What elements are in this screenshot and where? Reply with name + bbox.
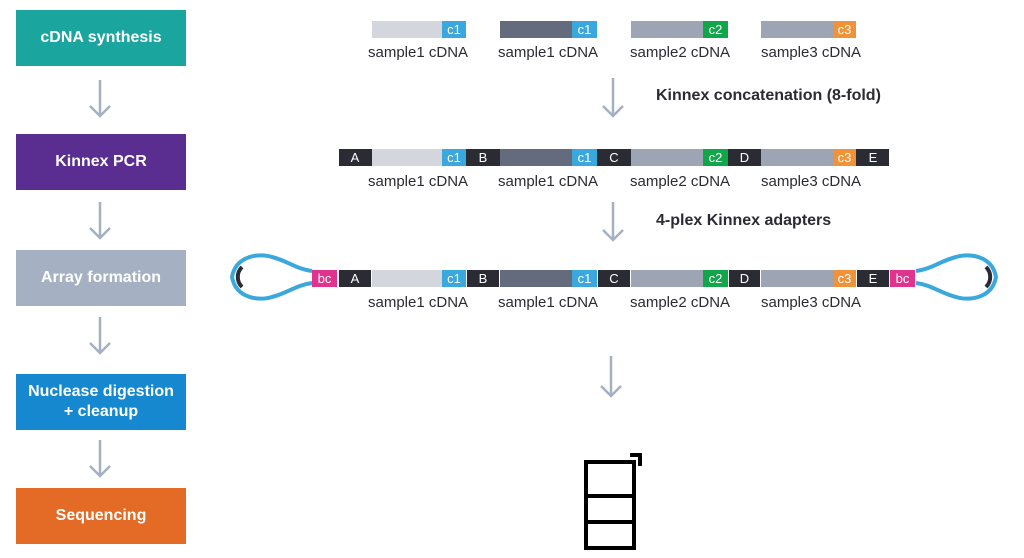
segment-e: E <box>857 149 889 166</box>
barcode-tag-right: bc <box>890 270 915 287</box>
segment-c: C <box>598 149 630 166</box>
sample-label: sample1 cDNA <box>368 294 469 311</box>
sample1-cdna-dark-segment <box>500 149 572 166</box>
segment-a: A <box>339 270 371 287</box>
sample-label: sample3 cDNA <box>761 294 862 311</box>
c1-tag: c1 <box>572 270 597 287</box>
sample1-cdna-dark-segment <box>500 270 572 287</box>
sequencing-read-icon <box>584 453 642 550</box>
sample-label: sample1 cDNA <box>498 44 599 61</box>
step-label: Array formation <box>40 269 162 286</box>
sample3-cdna-segment <box>761 21 833 38</box>
sample-label: sample2 cDNA <box>630 173 731 190</box>
segment-b: B <box>467 270 499 287</box>
step-kinnex-pcr: Kinnex PCR <box>16 134 186 190</box>
c1-tag: c1 <box>442 21 466 38</box>
step-label: Sequencing <box>55 507 147 524</box>
c3-tag: c3 <box>833 270 856 287</box>
c2-tag: c2 <box>703 149 728 166</box>
down-arrow-icon <box>89 202 111 240</box>
sample2-cdna-segment <box>631 149 703 166</box>
sample-label: sample2 cDNA <box>630 44 731 61</box>
down-arrow-icon <box>89 440 111 478</box>
c1-tag: c1 <box>442 149 466 166</box>
down-arrow-icon <box>602 202 624 242</box>
sample1-cdna-light-segment <box>372 270 442 287</box>
segment-d: D <box>729 149 760 166</box>
sample-label: sample3 cDNA <box>761 44 862 61</box>
step-label: Kinnex PCR <box>55 153 147 170</box>
adapters-note: 4-plex Kinnex adapters <box>656 212 832 229</box>
hairpin-loop-left-icon <box>229 253 313 301</box>
step-nuclease-digestion: Nuclease digestion + cleanup <box>16 374 186 430</box>
barcode-tag-left: bc <box>312 270 337 287</box>
segment-d: D <box>729 270 760 287</box>
sample3-cdna-segment <box>761 149 833 166</box>
c3-tag: c3 <box>833 149 856 166</box>
segment-c: C <box>598 270 630 287</box>
c3-tag: c3 <box>833 21 856 38</box>
sample-label: sample1 cDNA <box>498 294 599 311</box>
sample-label: sample1 cDNA <box>368 44 469 61</box>
c2-tag: c2 <box>703 270 728 287</box>
c1-tag: c1 <box>442 270 466 287</box>
sample1-cdna-dark-segment <box>500 21 572 38</box>
sample1-cdna-light-segment <box>372 21 442 38</box>
sample1-cdna-light-segment <box>372 149 442 166</box>
down-arrow-icon <box>89 317 111 355</box>
step-sequencing: Sequencing <box>16 488 186 544</box>
sample-label: sample1 cDNA <box>368 173 469 190</box>
c2-tag: c2 <box>703 21 728 38</box>
sample-label: sample2 cDNA <box>630 294 731 311</box>
sample-label: sample3 cDNA <box>761 173 862 190</box>
step-label: cDNA synthesis <box>40 29 162 46</box>
segment-e: E <box>857 270 889 287</box>
down-arrow-icon <box>89 80 111 118</box>
down-arrow-icon <box>602 78 624 118</box>
down-arrow-icon <box>600 356 622 398</box>
sample3-cdna-segment <box>761 270 833 287</box>
c1-tag: c1 <box>572 149 597 166</box>
step-label: Nuclease digestion + cleanup <box>28 383 174 420</box>
segment-b: B <box>467 149 499 166</box>
sample-label: sample1 cDNA <box>498 173 599 190</box>
sample2-cdna-segment <box>631 270 703 287</box>
c1-tag: c1 <box>572 21 597 38</box>
concatenation-note: Kinnex concatenation (8-fold) <box>656 87 881 104</box>
segment-a: A <box>339 149 371 166</box>
hairpin-loop-right-icon <box>915 253 999 301</box>
step-cdna-synthesis: cDNA synthesis <box>16 10 186 66</box>
sample2-cdna-segment <box>631 21 703 38</box>
step-array-formation: Array formation <box>16 250 186 306</box>
